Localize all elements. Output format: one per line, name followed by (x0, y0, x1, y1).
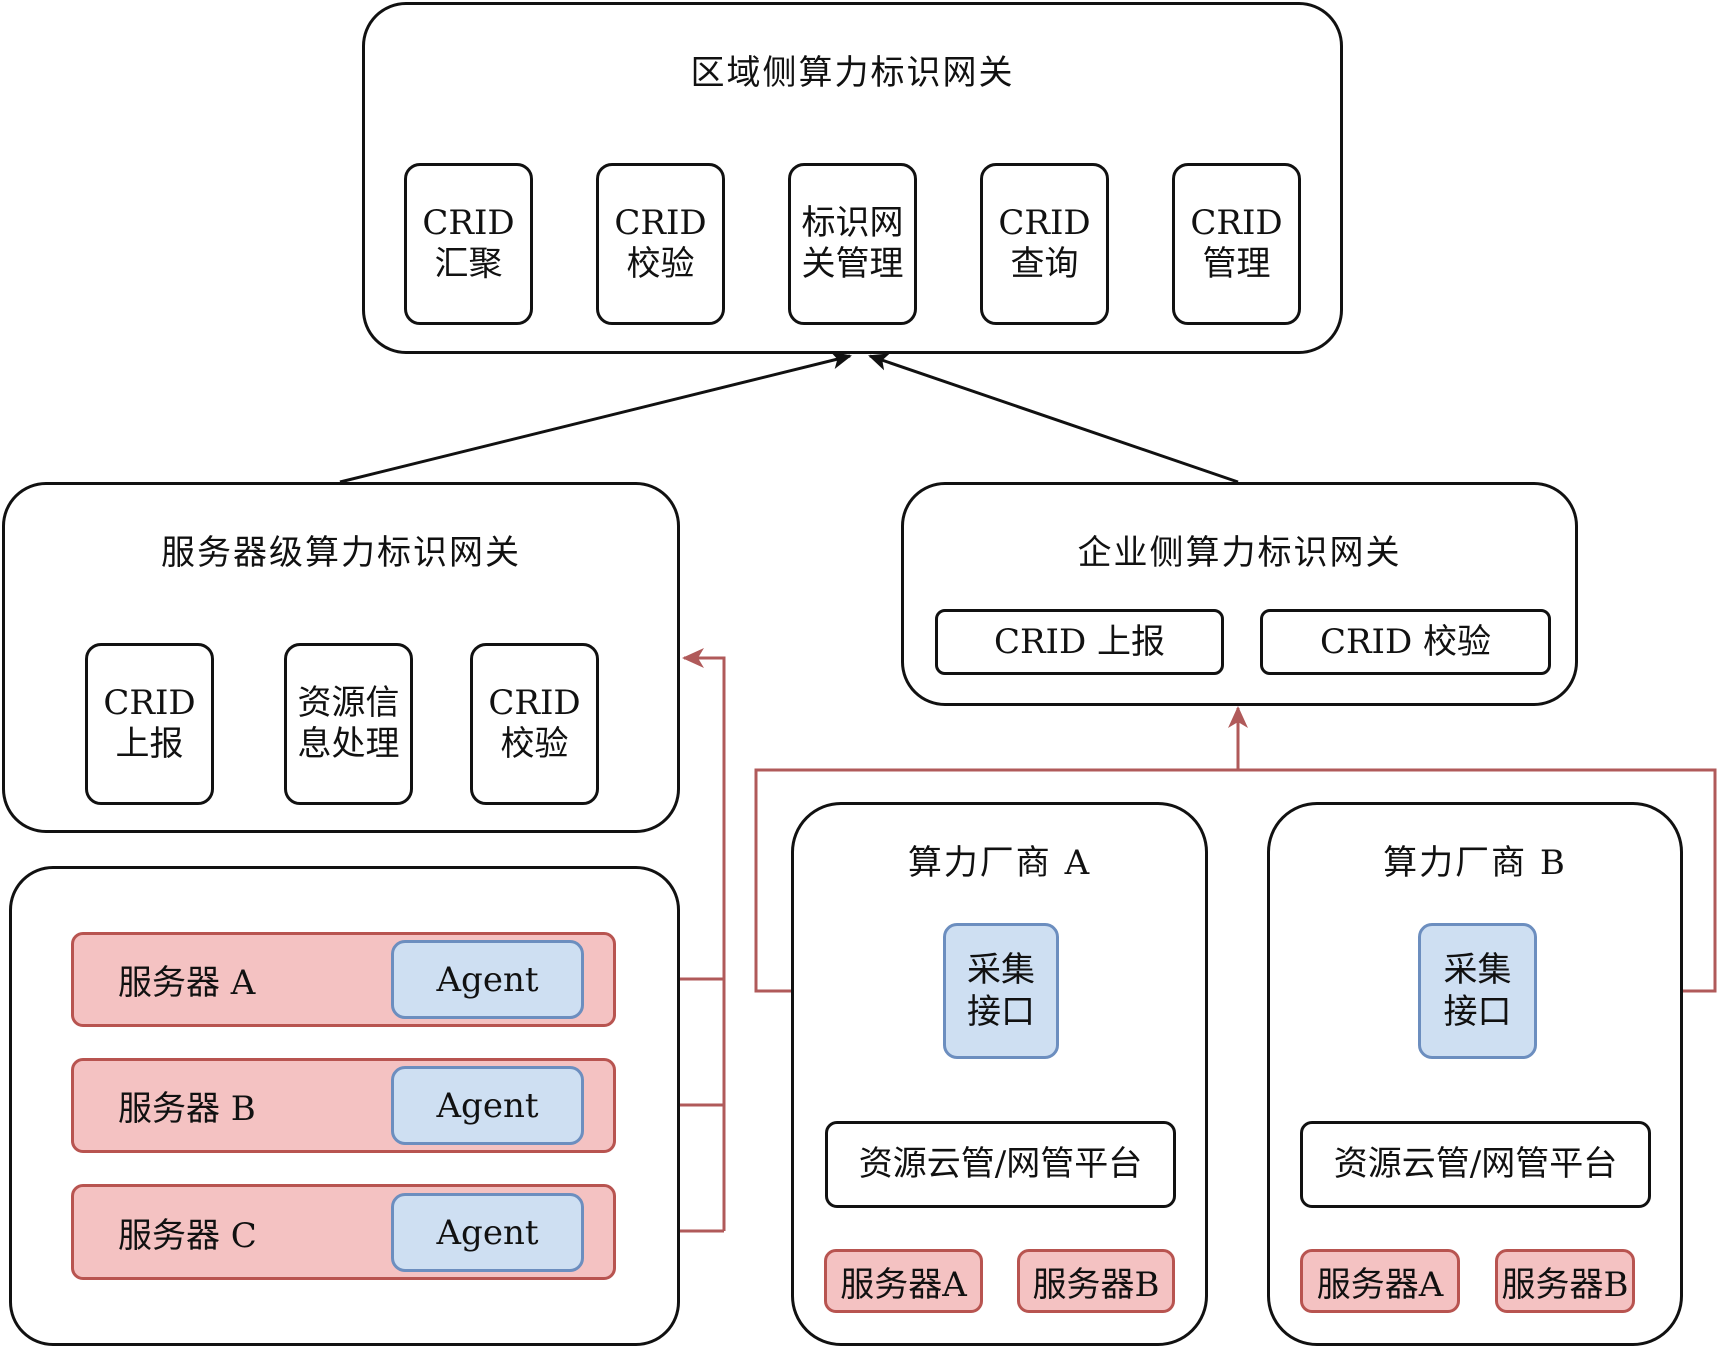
vendor-a-server-a: 服务器A (824, 1249, 983, 1313)
module-crid-query: CRID 查询 (980, 163, 1109, 325)
vendor-b-server-a: 服务器A (1300, 1249, 1460, 1313)
module-crid-management: CRID 管理 (1172, 163, 1301, 325)
module-gateway-management: 标识网 关管理 (788, 163, 917, 325)
agent-box: Agent (391, 1193, 584, 1272)
server-label: 服务器A (840, 1264, 967, 1305)
regional-gateway-title: 区域侧算力标识网关 (690, 53, 1015, 93)
server-level-gateway-title: 服务器级算力标识网关 (161, 533, 521, 573)
module-crid-aggregate: CRID 汇聚 (404, 163, 533, 325)
vendor-b-title: 算力厂商 B (1383, 843, 1567, 883)
server-name: 服务器 C (118, 1215, 257, 1256)
enterprise-gateway-title: 企业侧算力标识网关 (1077, 533, 1402, 573)
server-level-gateway: 服务器级算力标识网关 CRID 上报 资源信 息处理 CRID 校验 (2, 482, 680, 833)
collector-interface-a: 采集 接口 (943, 923, 1059, 1059)
collector-interface-b: 采集 接口 (1418, 923, 1537, 1059)
enterprise-gateway: 企业侧算力标识网关 CRID 上报 CRID 校验 (901, 482, 1578, 706)
module-crid-verify: CRID 校验 (470, 643, 599, 805)
server-label: 服务器B (1032, 1264, 1160, 1305)
agent-box: Agent (391, 1066, 584, 1145)
module-resource-info-processing: 资源信 息处理 (284, 643, 413, 805)
module-crid-verify: CRID 校验 (1260, 609, 1551, 675)
vendor-a-title: 算力厂商 A (907, 843, 1092, 883)
module-crid-verify: CRID 校验 (596, 163, 725, 325)
server-name: 服务器 A (118, 963, 256, 1003)
agent-box: Agent (391, 940, 584, 1019)
server-name: 服务器 B (118, 1089, 256, 1129)
platform-b: 资源云管/网管平台 (1300, 1121, 1651, 1208)
arrow-enterprise-gw-to-regional (868, 353, 1239, 484)
arrow-server-gw-to-regional (339, 351, 852, 484)
vendor-b-server-b: 服务器B (1495, 1249, 1635, 1313)
module-crid-report: CRID 上报 (935, 609, 1224, 675)
regional-gateway: 区域侧算力标识网关 CRID 汇聚 CRID 校验 标识网 关管理 CRID 查… (362, 2, 1343, 354)
vendor-a-server-b: 服务器B (1017, 1249, 1175, 1313)
module-crid-report: CRID 上报 (85, 643, 214, 805)
server-label: 服务器A (1316, 1264, 1444, 1305)
platform-a: 资源云管/网管平台 (825, 1121, 1176, 1208)
server-label: 服务器B (1501, 1264, 1629, 1305)
